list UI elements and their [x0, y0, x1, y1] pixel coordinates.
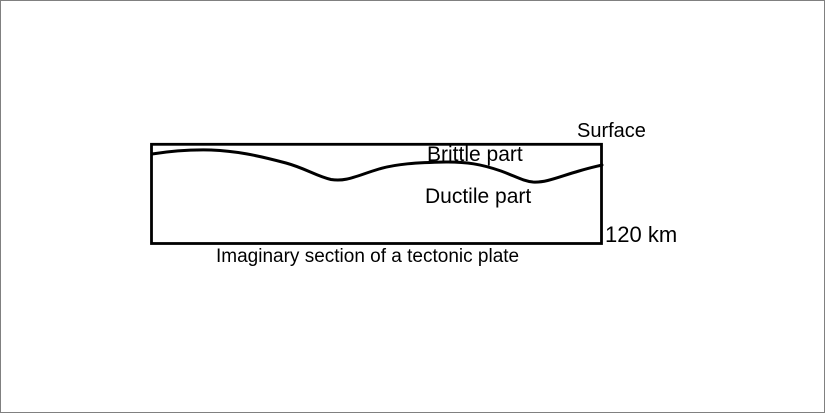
diagram-caption: Imaginary section of a tectonic plate	[216, 246, 520, 267]
brittle-ductile-boundary-curve	[150, 148, 604, 184]
plate-rectangle	[150, 142, 603, 245]
surface-label: Surface	[577, 120, 646, 142]
depth-label: 120 km	[605, 222, 678, 247]
brittle-part-label: Brittle part	[427, 143, 523, 166]
ductile-part-label: Ductile part	[425, 185, 532, 208]
